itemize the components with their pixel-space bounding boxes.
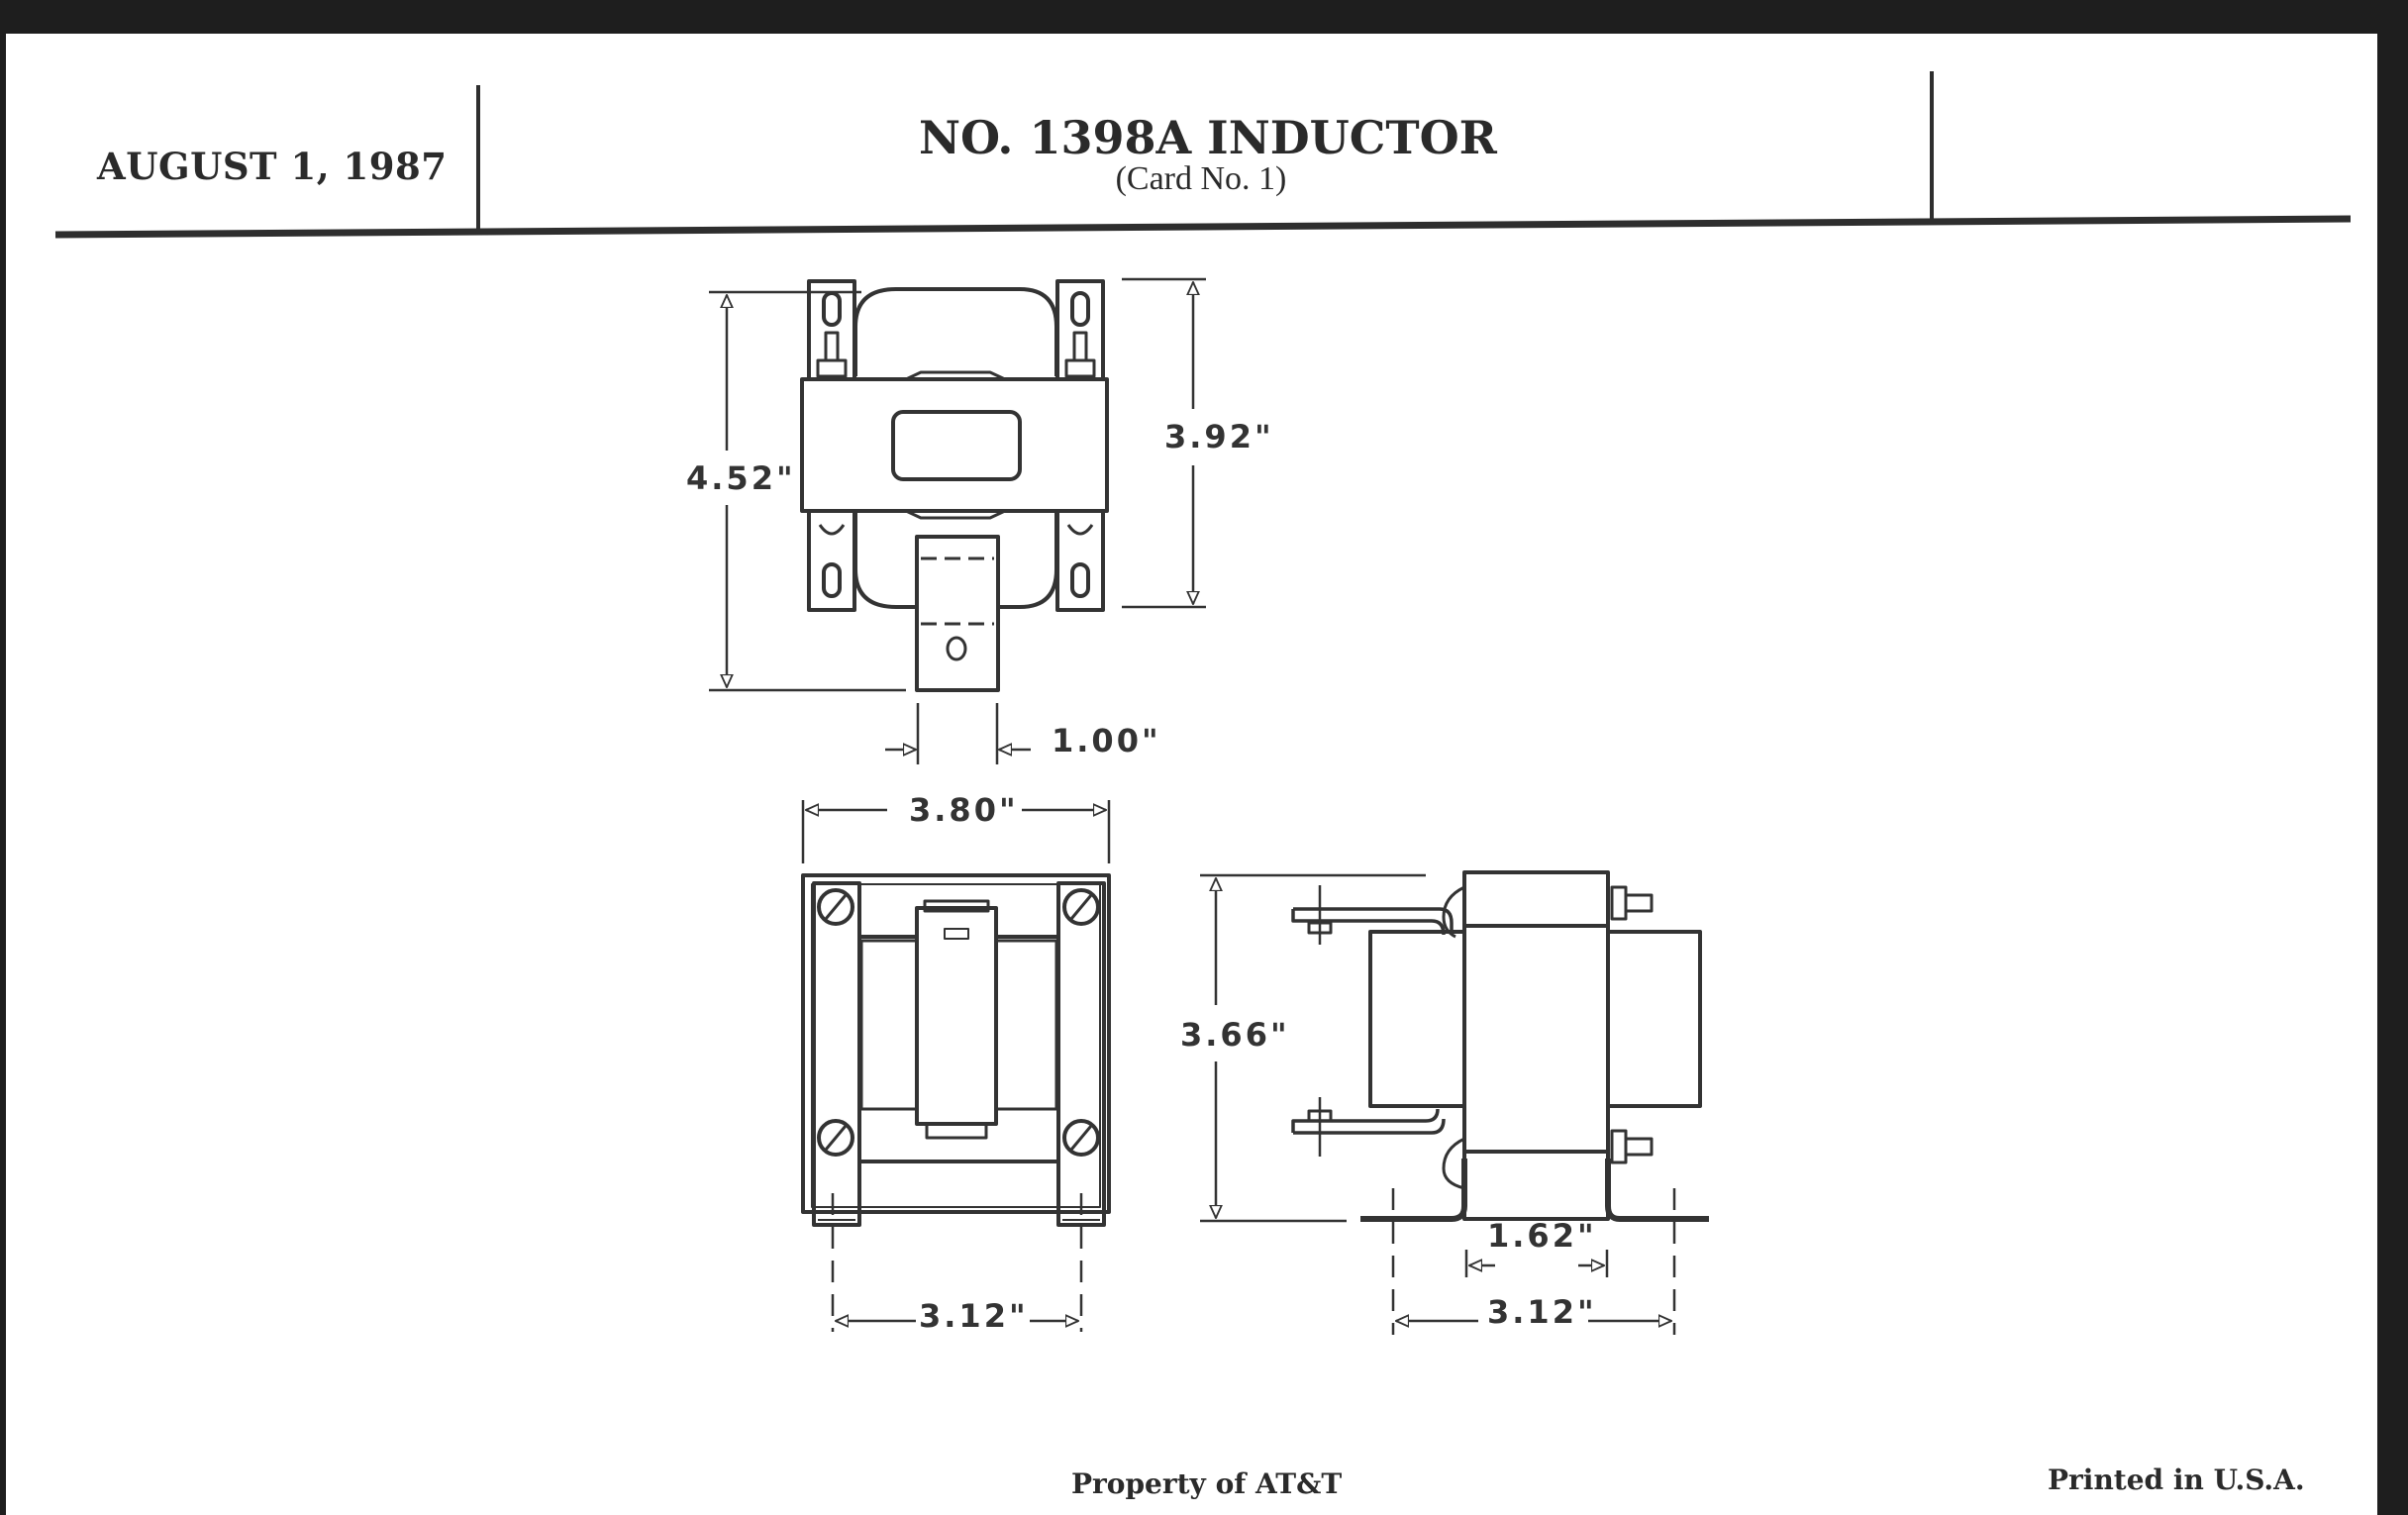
nut-icon — [818, 524, 846, 536]
dim-label-top-overall-height: 4.52" — [686, 459, 796, 497]
core-clip-top — [905, 370, 1006, 381]
coil-outline-top — [853, 287, 1058, 376]
dim-label-side-mount-spacing: 3.12" — [1487, 1293, 1597, 1331]
card-date: AUGUST 1, 1987 — [97, 145, 448, 188]
footer-printed: Printed in U.S.A. — [2048, 1464, 2305, 1496]
dim-label-top-body-height: 3.92" — [1164, 418, 1274, 455]
mounting-tab — [915, 535, 1000, 692]
core-body — [800, 377, 1109, 513]
screw-icon — [1062, 1119, 1100, 1157]
nut-icon — [816, 358, 848, 378]
header-frame — [54, 71, 2352, 239]
dim-label-tab-width: 1.00" — [1052, 722, 1161, 759]
screw-icon — [1062, 888, 1100, 926]
front-view — [801, 873, 1111, 1227]
nut-icon — [1066, 524, 1094, 536]
front-frame — [801, 873, 1111, 1214]
mounting-foot-right — [1605, 1159, 1709, 1222]
slot-icon — [822, 291, 842, 327]
screw-icon — [817, 888, 854, 926]
top-view-dimensions — [709, 277, 1206, 764]
slot-icon — [1070, 291, 1090, 327]
stud-icon — [1610, 1129, 1628, 1164]
stud-icon — [1072, 331, 1088, 362]
stud-icon — [1610, 885, 1628, 921]
dim-label-front-mount-spacing: 3.12" — [919, 1297, 1029, 1335]
nut-icon — [1064, 358, 1096, 378]
terminal-lug-top — [1291, 907, 1454, 936]
lamination-stack — [1462, 870, 1610, 1221]
side-view — [1291, 870, 1709, 1222]
coil-front — [915, 906, 998, 1126]
stud-icon — [1624, 893, 1654, 913]
card-title: NO. 1398A INDUCTOR — [919, 111, 1497, 164]
top-view — [800, 279, 1109, 692]
screw-icon — [817, 1119, 854, 1157]
header-rule — [54, 215, 2352, 239]
stud-icon — [824, 331, 840, 362]
footer-property: Property of AT&T — [1071, 1467, 1343, 1500]
dim-label-side-height: 3.66" — [1180, 1016, 1290, 1054]
core-window — [891, 410, 1022, 481]
slot-icon — [1070, 562, 1090, 598]
side-view-dimensions — [1200, 873, 1676, 1335]
core-clip-bottom — [905, 509, 1006, 520]
dim-label-side-stack-width: 1.62" — [1487, 1217, 1597, 1255]
front-view-dimensions — [801, 800, 1111, 1332]
spec-card — [6, 34, 2377, 1515]
card-subtitle: (Card No. 1) — [1115, 160, 1287, 197]
stud-icon — [1624, 1137, 1654, 1157]
dim-label-front-width: 3.80" — [909, 791, 1019, 829]
front-bracket-right — [1056, 881, 1106, 1227]
tab-hole-icon — [946, 636, 967, 661]
terminal-lug-bottom — [1291, 1108, 1446, 1135]
front-bracket-left — [812, 881, 861, 1227]
slot-icon — [822, 562, 842, 598]
mounting-foot-left — [1360, 1159, 1467, 1222]
